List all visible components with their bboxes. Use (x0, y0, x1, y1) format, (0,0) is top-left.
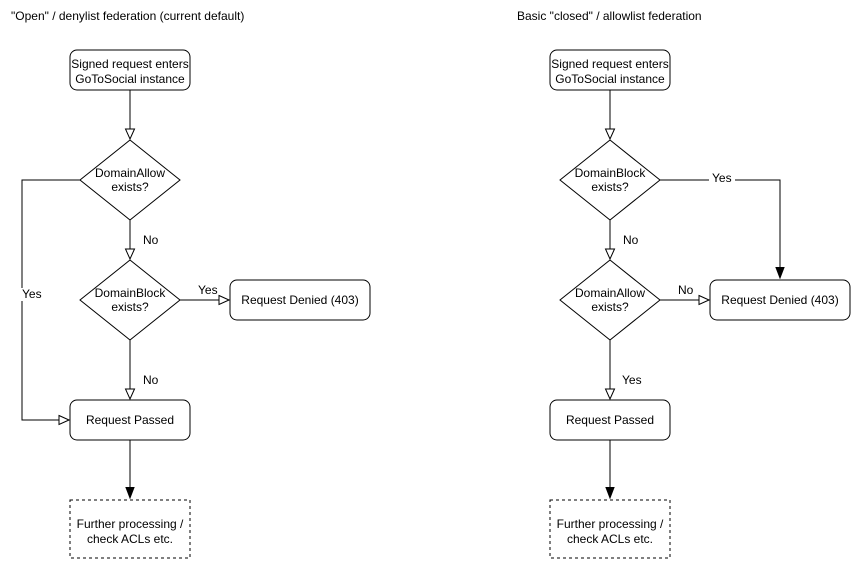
right-request-passed-node (549, 399, 671, 441)
left-request-passed-node (69, 399, 191, 441)
left-label-allow-no: No (143, 233, 159, 247)
left-decision-domainallow-label-line2: exists? (111, 180, 149, 194)
right-decision-domainblock-label-line2: exists? (591, 180, 629, 194)
left-decision-domainallow (79, 139, 181, 221)
right-start-node-label-line1: Signed request enters (551, 57, 668, 71)
right-decision-domainallow (559, 259, 661, 341)
left-flowchart: "Open" / denylist federation (current de… (11, 9, 371, 559)
right-request-passed-label: Request Passed (566, 413, 654, 427)
left-label-allow-yes: Yes (22, 287, 42, 301)
left-decision-domainallow-label-line1: DomainAllow (95, 166, 165, 180)
right-decision-domainallow-label-line2: exists? (591, 300, 629, 314)
left-decision-domainblock-label-line1: DomainBlock (95, 286, 167, 300)
right-request-denied-node (709, 279, 851, 321)
right-request-denied-label: Request Denied (403) (721, 293, 838, 307)
right-further-processing-label-line1: Further processing / (557, 517, 664, 531)
right-label-block-no: No (623, 233, 639, 247)
right-decision-domainallow-label-line1: DomainAllow (575, 286, 645, 300)
left-further-processing-label-line1: Further processing / (77, 517, 184, 531)
left-chart-title: "Open" / denylist federation (current de… (11, 9, 244, 23)
right-decision-domainblock (559, 139, 661, 221)
left-request-denied-node (229, 279, 371, 321)
right-further-processing-label-line2: check ACLs etc. (567, 532, 653, 546)
left-label-block-yes: Yes (198, 283, 218, 297)
left-start-node-label-line2: GoToSocial instance (75, 72, 185, 86)
right-label-block-yes: Yes (712, 171, 732, 185)
right-edge-domainblock-yes (660, 179, 780, 278)
right-label-allow-no: No (678, 283, 694, 297)
left-label-block-no: No (143, 373, 159, 387)
right-label-allow-yes: Yes (622, 373, 642, 387)
left-request-passed-label: Request Passed (86, 413, 174, 427)
left-request-denied-label: Request Denied (403) (241, 293, 358, 307)
left-label-allow-yes-bg (20, 288, 44, 301)
right-start-node-label-line2: GoToSocial instance (555, 72, 665, 86)
left-start-node (69, 49, 191, 91)
right-label-block-yes-bg (709, 171, 735, 184)
right-start-node (549, 49, 671, 91)
left-further-processing-node (69, 499, 191, 559)
left-decision-domainblock-label-line2: exists? (111, 300, 149, 314)
right-further-processing-node (549, 499, 671, 559)
right-chart-title: Basic "closed" / allowlist federation (517, 9, 702, 23)
left-decision-domainblock (79, 259, 181, 341)
left-start-node-label-line1: Signed request enters (71, 57, 188, 71)
left-further-processing-label-line2: check ACLs etc. (87, 532, 173, 546)
right-decision-domainblock-label-line1: DomainBlock (575, 166, 647, 180)
right-flowchart: Basic "closed" / allowlist federation Si… (517, 9, 851, 559)
